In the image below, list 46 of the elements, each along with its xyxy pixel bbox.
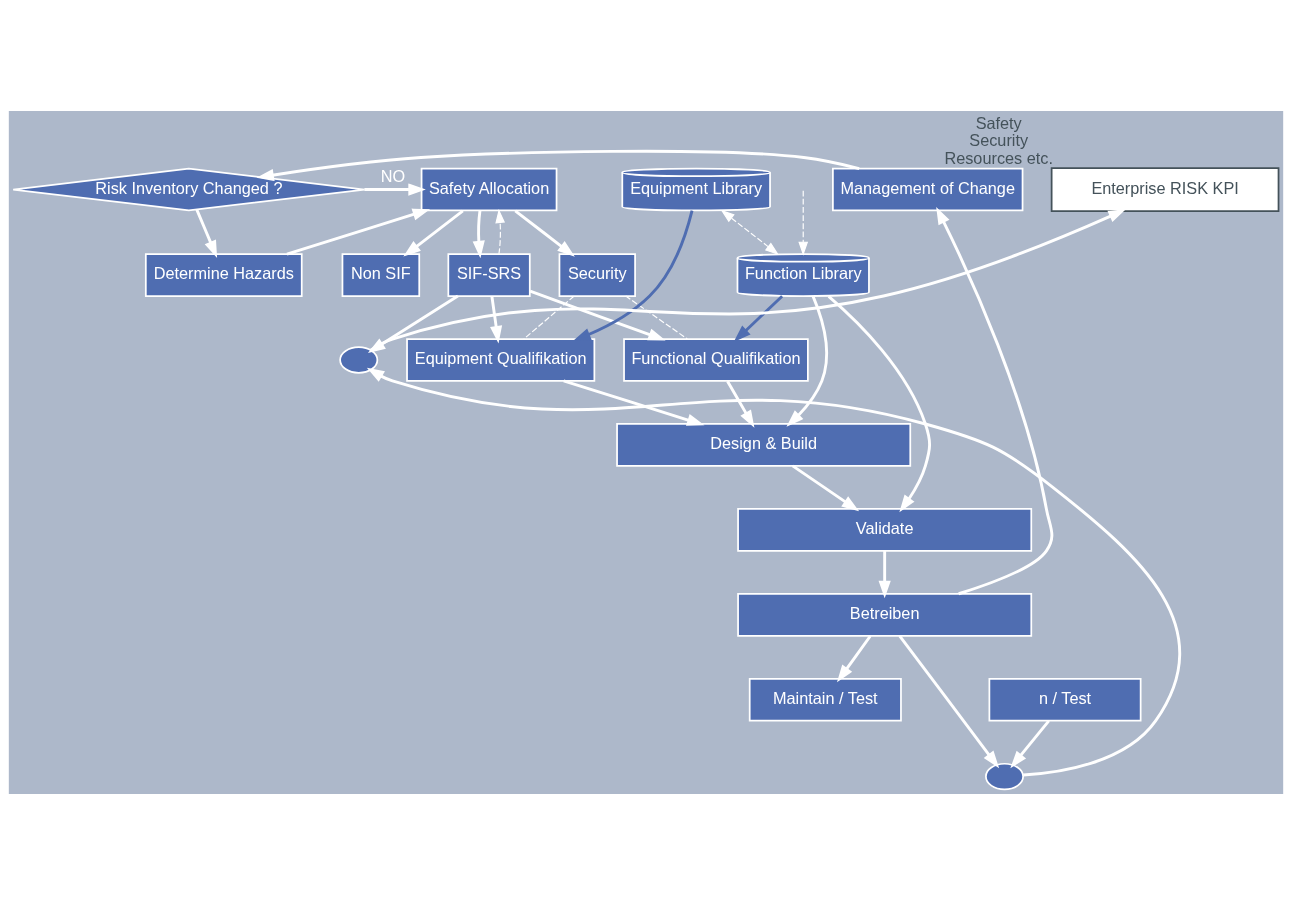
arrow [573,209,694,341]
arrow [366,367,1181,776]
arrow [936,206,1054,595]
arrow [472,210,485,258]
arrow [1010,719,1050,768]
node-box: n / Test [988,677,1142,722]
arrow [827,294,932,512]
node-box: Determine Hazards [144,252,303,297]
node-label: Resources etc. [944,148,1053,167]
arrow [403,209,464,257]
arrow [256,149,860,181]
arrow [726,379,755,428]
node-circle [985,762,1024,790]
node-box: Functional Qualifikation [623,337,809,382]
node-box: Maintain / Test [748,677,902,722]
arrow [837,634,872,682]
node-circle [339,345,379,374]
node-box: Equipment Qualifikation [406,337,596,382]
edge-label: NO [380,166,406,185]
node-box: Design & Build [616,422,912,467]
arrow [878,550,891,598]
node-box: Betreiben [737,592,1033,637]
node-box: Management of Change [832,167,1024,211]
arrow [563,379,705,426]
node-box: Enterprise RISK KPI [1050,166,1280,212]
arrow [733,294,784,342]
arrow [514,209,575,257]
arrow [798,189,809,256]
arrow [791,464,860,511]
arrow [286,208,431,255]
arrow [786,295,828,427]
node-box: Security [558,252,636,297]
node-label: Safety [975,113,1022,132]
node-box: Non SIF [341,252,421,297]
node-box: Safety Allocation [420,167,558,211]
node-box: SIF-SRS [447,252,531,297]
connector [523,295,575,340]
arrow [720,209,779,255]
arrow [529,289,666,340]
arrow [898,634,1000,768]
arrow [495,208,506,254]
arrow [490,295,503,343]
connector [625,294,688,339]
arrow [364,182,426,196]
arrow [195,208,218,258]
node-box: Validate [737,507,1033,552]
